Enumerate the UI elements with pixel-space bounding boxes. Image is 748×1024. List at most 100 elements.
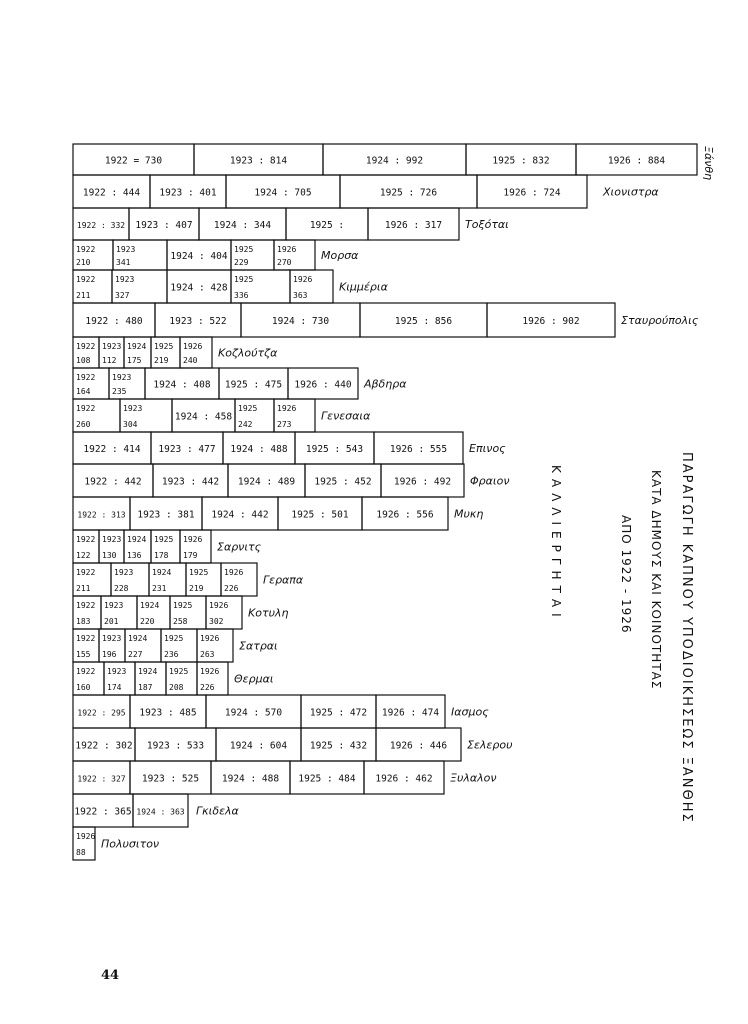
chart-title: ΠΑΡΑΓΩΓΗ ΚΑΠΝΟΥ ΥΠΟΔΙΟΙΚΗΣΕΩΣ ΞΑΝΘΗΣ: [679, 452, 694, 824]
cell-value: 160: [76, 683, 91, 692]
cell-year: 1922: [76, 342, 95, 351]
cell-value: 363: [293, 291, 308, 300]
cell-year: 1923: [104, 601, 123, 610]
cell-label: 1926 : 724: [503, 188, 560, 199]
community-name: Γεραπα: [263, 574, 304, 587]
cell-year: 1926: [183, 342, 202, 351]
cell-label: 1925 : 832: [492, 156, 549, 167]
cell-year: 1925: [234, 275, 253, 284]
cell-value: 228: [114, 584, 129, 593]
cell-label: 1922 : 480: [85, 316, 142, 327]
cell-year: 1922: [76, 373, 95, 382]
cell-year: 1924: [140, 601, 159, 610]
cell-label: 1926 : 556: [376, 510, 433, 521]
cell-label: 1922 : 302: [75, 741, 132, 752]
community-name: Φραιον: [470, 475, 510, 488]
community-name: Σταυρούπολις: [621, 314, 699, 327]
cell-label: 1923 : 477: [158, 444, 215, 455]
cell-label: 1924 : 363: [136, 808, 184, 817]
cell-value: 226: [224, 584, 239, 593]
cell-value: 235: [112, 387, 127, 396]
cell-year: 1923: [102, 535, 121, 544]
cell-year: 1922: [76, 535, 95, 544]
cell-value: 219: [154, 356, 169, 365]
cell-value: 304: [123, 420, 138, 429]
cell-year: 1925: [173, 601, 192, 610]
cell-label: 1922 = 730: [105, 156, 162, 167]
cell-label: 1924 : 488: [230, 444, 287, 455]
cell-label: 1922 : 442: [84, 477, 141, 488]
cell-year: 1926: [224, 568, 243, 577]
cell-value: 273: [277, 420, 292, 429]
cell-value: 260: [76, 420, 91, 429]
cell-year: 1922: [76, 601, 95, 610]
cell-value: 201: [104, 617, 119, 626]
cell-value: 270: [277, 258, 292, 267]
cell-label: 1922 : 332: [77, 221, 125, 230]
cell-label: 1923 : 533: [147, 741, 204, 752]
cell-value: 122: [76, 551, 91, 560]
cell-label: 1925 : 432: [310, 741, 367, 752]
cell-year: 1926: [200, 667, 219, 676]
value-cell: [476, 174, 588, 209]
cell-label: 1925 : 856: [395, 316, 452, 327]
chart-row: 19221551923196192422719252361926263Σατρα…: [72, 628, 278, 663]
cell-label: 1926 : 462: [375, 774, 432, 785]
cell-year: 1923: [107, 667, 126, 676]
cell-value: 229: [234, 258, 249, 267]
cell-label: 1926 : 474: [382, 708, 439, 719]
value-cell: [72, 826, 96, 861]
chart-row: 19221831923201192422019252581926302Κοτυλ…: [72, 595, 288, 630]
cell-value: 231: [152, 584, 167, 593]
cell-year: 1922: [76, 275, 95, 284]
community-name: Αβδηρα: [363, 378, 407, 391]
cell-label: 1924 : 488: [222, 774, 279, 785]
cell-value: 220: [140, 617, 155, 626]
cell-value: 130: [102, 551, 117, 560]
cell-label: 1923 : 381: [137, 510, 194, 521]
cell-value: 258: [173, 617, 188, 626]
community-name: Σατραι: [239, 640, 278, 653]
chart-row: 19222111923228192423119252191926226Γεραπ…: [72, 562, 304, 597]
cell-label: 1924 : 489: [238, 477, 295, 488]
cell-label: 1925 : 501: [291, 510, 348, 521]
value-cell: [132, 793, 189, 828]
cell-year: 1925: [164, 634, 183, 643]
cell-value: 302: [209, 617, 224, 626]
community-name: Ξάνθη: [702, 146, 715, 180]
cell-value: 242: [238, 420, 253, 429]
cell-year: 1926: [277, 245, 296, 254]
cell-value: 108: [76, 356, 91, 365]
cell-value: 341: [116, 258, 131, 267]
value-cell: [486, 302, 616, 338]
cell-value: 327: [115, 291, 130, 300]
cell-label: 1924 : 705: [254, 188, 311, 199]
cell-label: 1923 : 407: [135, 220, 192, 231]
cell-label: 1924 : 992: [366, 156, 423, 167]
community-name: Σελερου: [467, 739, 512, 752]
cell-label: 1922 : 414: [83, 444, 140, 455]
community-name: Θερμαι: [234, 673, 274, 686]
cell-label: 1924 : 408: [153, 380, 210, 391]
chart-subtitle: ΚΑΤΑ ΔΗΜΟΥΣ ΚΑΙ ΚΟΙΝΟΤΗΤΑΣ: [649, 470, 663, 689]
cell-year: 1924: [127, 535, 146, 544]
cell-label: 1925 : 452: [314, 477, 371, 488]
cell-year: 1923: [114, 568, 133, 577]
cell-year: 1926: [209, 601, 228, 610]
cell-value: 88: [76, 848, 86, 857]
community-name: Κοτυλη: [248, 607, 288, 620]
cell-year: 1923: [115, 275, 134, 284]
cell-label: 1925 : 726: [380, 188, 437, 199]
community-name: Τοξόται: [465, 218, 509, 231]
community-name: Σαρνιτς: [217, 541, 262, 554]
cell-value: 226: [200, 683, 215, 692]
cell-year: 1922: [76, 404, 95, 413]
cell-year: 1924: [138, 667, 157, 676]
